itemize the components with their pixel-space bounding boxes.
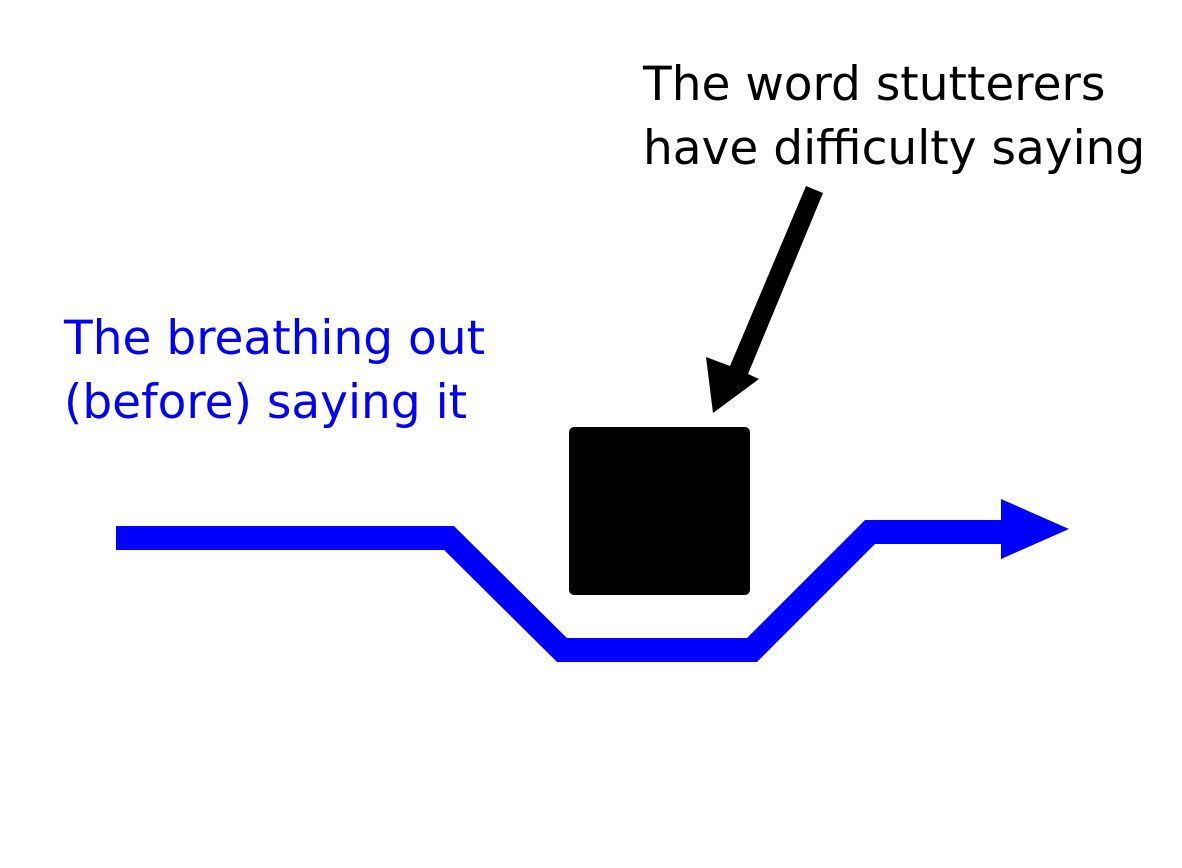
breath-path-line (116, 520, 1005, 662)
breath-label-line-1: The breathing out (64, 311, 486, 366)
word-label-line-2: have difficulty saying (643, 121, 1146, 176)
word-block (569, 427, 750, 595)
word-label: The word stutterers have difficulty sayi… (643, 53, 1145, 181)
breath-label-line-2: (before) saying it (64, 375, 468, 430)
breath-path-arrowhead (1001, 499, 1069, 559)
pointer-arrow (706, 186, 823, 413)
word-label-line-1: The word stutterers (643, 57, 1106, 112)
breath-label: The breathing out (before) saying it (64, 307, 485, 435)
